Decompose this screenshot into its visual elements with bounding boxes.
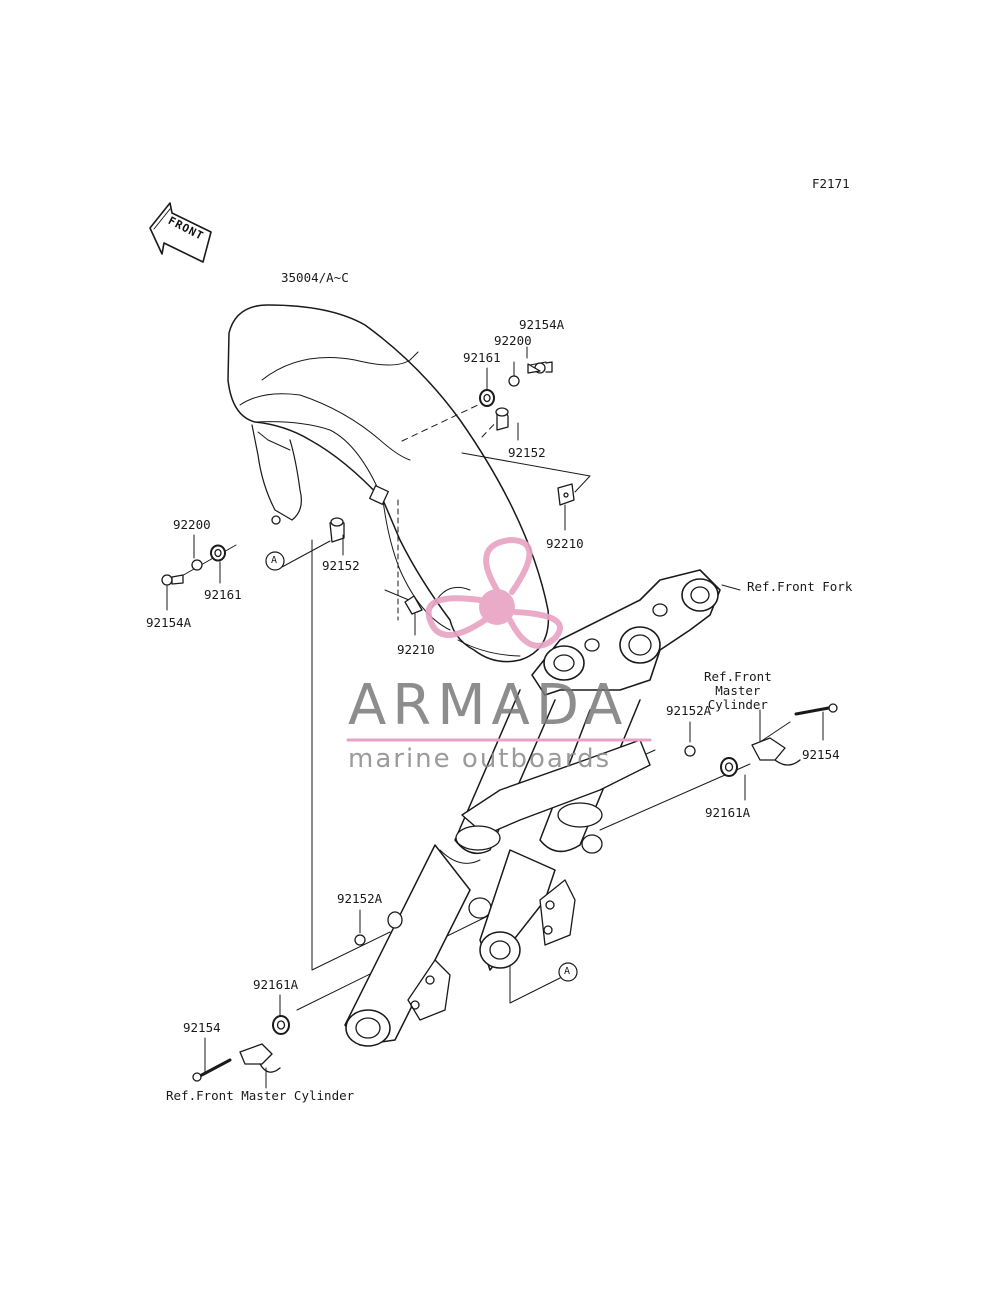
label-bolt-92154-right: 92154 [802,747,840,762]
watermark-tagline: marine outboards [348,744,612,774]
label-ref-master-cylinder-left: Ref.Front Master Cylinder [166,1088,355,1103]
label-nut-92210-right: 92210 [546,536,584,551]
label-grommet-92161-top: 92161 [463,350,501,365]
right-hardware-group [684,703,838,801]
label-washer-92200-left: 92200 [173,517,211,532]
label-grommet-92161a-right: 92161A [705,805,751,820]
label-grommet-92161a-left: 92161A [253,977,299,992]
callout-marker-a-right: A [564,966,571,977]
top-hardware-group [401,346,591,531]
callout-marker-a-left: A [271,555,278,566]
label-collar-92152-left: 92152 [322,558,360,573]
watermark-logo-icon [425,537,563,649]
front-direction-arrow-icon [149,202,212,263]
label-ref-master-cylinder-right: Ref.Front Master Cylinder [704,669,772,712]
label-grommet-92161-left: 92161 [204,587,242,602]
label-washer-92200-top: 92200 [494,333,532,348]
label-bolt-92154a-top: 92154A [519,317,565,332]
figure-code: F2171 [812,176,850,191]
label-bolt-92154a-left: 92154A [146,615,192,630]
label-fender: 35004/A~C [281,270,349,285]
label-nut-92210-lower: 92210 [397,642,435,657]
label-bolt-92154-left: 92154 [183,1020,221,1035]
front-fork [344,569,721,1047]
front-fender [227,304,550,663]
label-ref-front-fork: Ref.Front Fork [747,579,853,594]
watermark-brand: ARMADA [348,673,629,738]
left-hardware-group [161,517,423,636]
label-collar-92152a-left: 92152A [337,891,383,906]
label-collar-92152-top: 92152 [508,445,546,460]
lower-left-hardware-group [192,909,578,1089]
label-collar-92152a-right: 92152A [666,703,712,718]
